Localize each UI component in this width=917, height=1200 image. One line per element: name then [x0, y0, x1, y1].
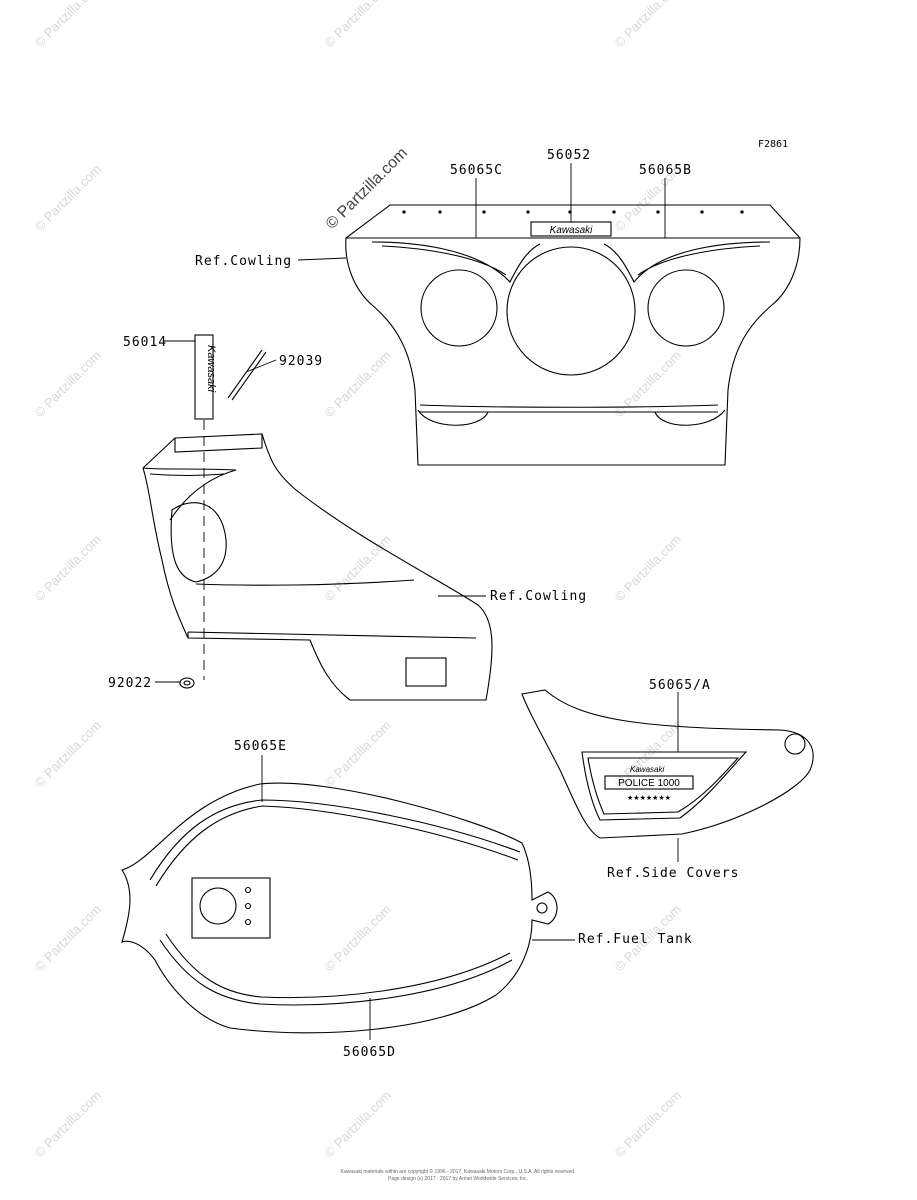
- screw-holes: [402, 210, 744, 214]
- side-cowling-bottom-trim: [187, 631, 477, 639]
- side-cover-badge-outline: [581, 751, 748, 821]
- watermark: © Partzilla.com: [322, 348, 395, 421]
- watermark: © Partzilla.com: [322, 0, 395, 50]
- watermark: © Partzilla.com: [612, 532, 685, 605]
- fuel-cap-plate: [191, 877, 271, 939]
- side-emblem-decal: [194, 334, 214, 420]
- footer-design: Page design (c) 2017 - 2017 by Arinet Wo…: [388, 1176, 528, 1182]
- watermark: © Partzilla.com: [322, 902, 395, 975]
- side-cowling-stripe: [142, 467, 237, 521]
- watermark: © Partzilla.com: [612, 1088, 685, 1161]
- gauge-hole-left: [420, 269, 498, 347]
- callout-ref-cowling-top[interactable]: Ref.Cowling: [195, 254, 292, 269]
- screw-92039: [227, 349, 267, 401]
- watermark: © Partzilla.com: [32, 348, 105, 421]
- watermark: © Partzilla.com: [32, 0, 105, 50]
- stripe-decal-right: [603, 241, 771, 284]
- callout-56065A[interactable]: 56065/A: [649, 678, 711, 693]
- badge-stars: ★★★★★★★: [627, 794, 671, 802]
- fuel-tank-stripe-lower: [159, 933, 513, 1006]
- watermark: © Partzilla.com: [32, 718, 105, 791]
- gauge-hole-right: [647, 269, 725, 347]
- watermark: © Partzilla.com: [322, 718, 395, 791]
- cowling-top-edge: [345, 204, 801, 239]
- fuel-tank-outline: [121, 782, 558, 1034]
- side-cowling-window: [170, 502, 227, 583]
- side-cover-hole: [784, 733, 806, 755]
- side-cover: Kawasaki POLICE 1000 ★★★★★★★: [521, 689, 814, 862]
- side-cover-badge-inner: [587, 757, 740, 815]
- watermark-layer: © Partzilla.com © Partzilla.com © Partzi…: [32, 0, 685, 1160]
- fuel-cap-bolt: [244, 918, 252, 926]
- side-cover-outline: [521, 689, 814, 839]
- cowling-leg-right: [654, 409, 726, 426]
- callout-56052[interactable]: 56052: [547, 148, 591, 163]
- side-emblem-assembly: Kawasaki: [164, 334, 277, 680]
- fuel-tank-stripe-upper: [149, 799, 521, 887]
- callout-56065E[interactable]: 56065E: [234, 739, 287, 754]
- callout-56065B[interactable]: 56065B: [639, 163, 692, 178]
- footer-copyright: Kawasaki materials within are copyright …: [341, 1168, 576, 1175]
- callout-ref-fuel-tank[interactable]: Ref.Fuel Tank: [578, 932, 693, 947]
- nut-92022: [155, 677, 195, 689]
- watermark: © Partzilla.com: [32, 532, 105, 605]
- watermark: © Partzilla.com: [612, 0, 685, 50]
- top-leaders: [297, 163, 666, 261]
- badge-brand-text: Kawasaki: [630, 765, 664, 774]
- fuel-tank-mount-hole: [536, 902, 548, 914]
- callout-56065D[interactable]: 56065D: [343, 1045, 396, 1060]
- side-cowling: [142, 433, 493, 701]
- stripe-decal-left: [371, 241, 541, 283]
- cowling-body-outline: [345, 237, 801, 466]
- fuel-cap: [199, 887, 237, 925]
- side-cowling-outline: [142, 433, 493, 701]
- callout-ref-side-covers[interactable]: Ref.Side Covers: [607, 866, 739, 881]
- fuel-tank: [121, 755, 575, 1040]
- badge-model-text: POLICE 1000: [618, 778, 680, 789]
- watermark: © Partzilla.com: [322, 532, 395, 605]
- callout-56014[interactable]: 56014: [123, 335, 167, 350]
- fuel-cap-bolt: [244, 886, 252, 894]
- callout-92039[interactable]: 92039: [279, 354, 323, 369]
- side-cowling-reflector: [405, 657, 447, 687]
- watermark: © Partzilla.com: [32, 1088, 105, 1161]
- cowling-leg-left: [417, 409, 489, 426]
- watermark: © Partzilla.com: [322, 1088, 395, 1161]
- brand-emblem-text: Kawasaki: [550, 225, 594, 236]
- watermark-main: © Partzilla.com: [323, 145, 411, 233]
- cowling-lower-lip: [419, 404, 719, 413]
- side-emblem-text: Kawasaki: [205, 345, 217, 393]
- watermark: © Partzilla.com: [32, 902, 105, 975]
- watermark: © Partzilla.com: [612, 348, 685, 421]
- side-cowling-crease: [195, 579, 415, 586]
- callout-ref-cowling-side[interactable]: Ref.Cowling: [490, 589, 587, 604]
- callout-92022[interactable]: 92022: [108, 676, 152, 691]
- front-cowling: Kawasaki: [345, 204, 801, 466]
- fuel-cap-bolt: [244, 902, 252, 910]
- gauge-hole-center: [506, 246, 636, 376]
- badge-model-box: [604, 775, 694, 790]
- side-cowling-top-flange: [174, 434, 263, 453]
- watermark: © Partzilla.com: [32, 162, 105, 235]
- callout-56065C[interactable]: 56065C: [450, 163, 503, 178]
- figure-code: F2861: [758, 139, 788, 150]
